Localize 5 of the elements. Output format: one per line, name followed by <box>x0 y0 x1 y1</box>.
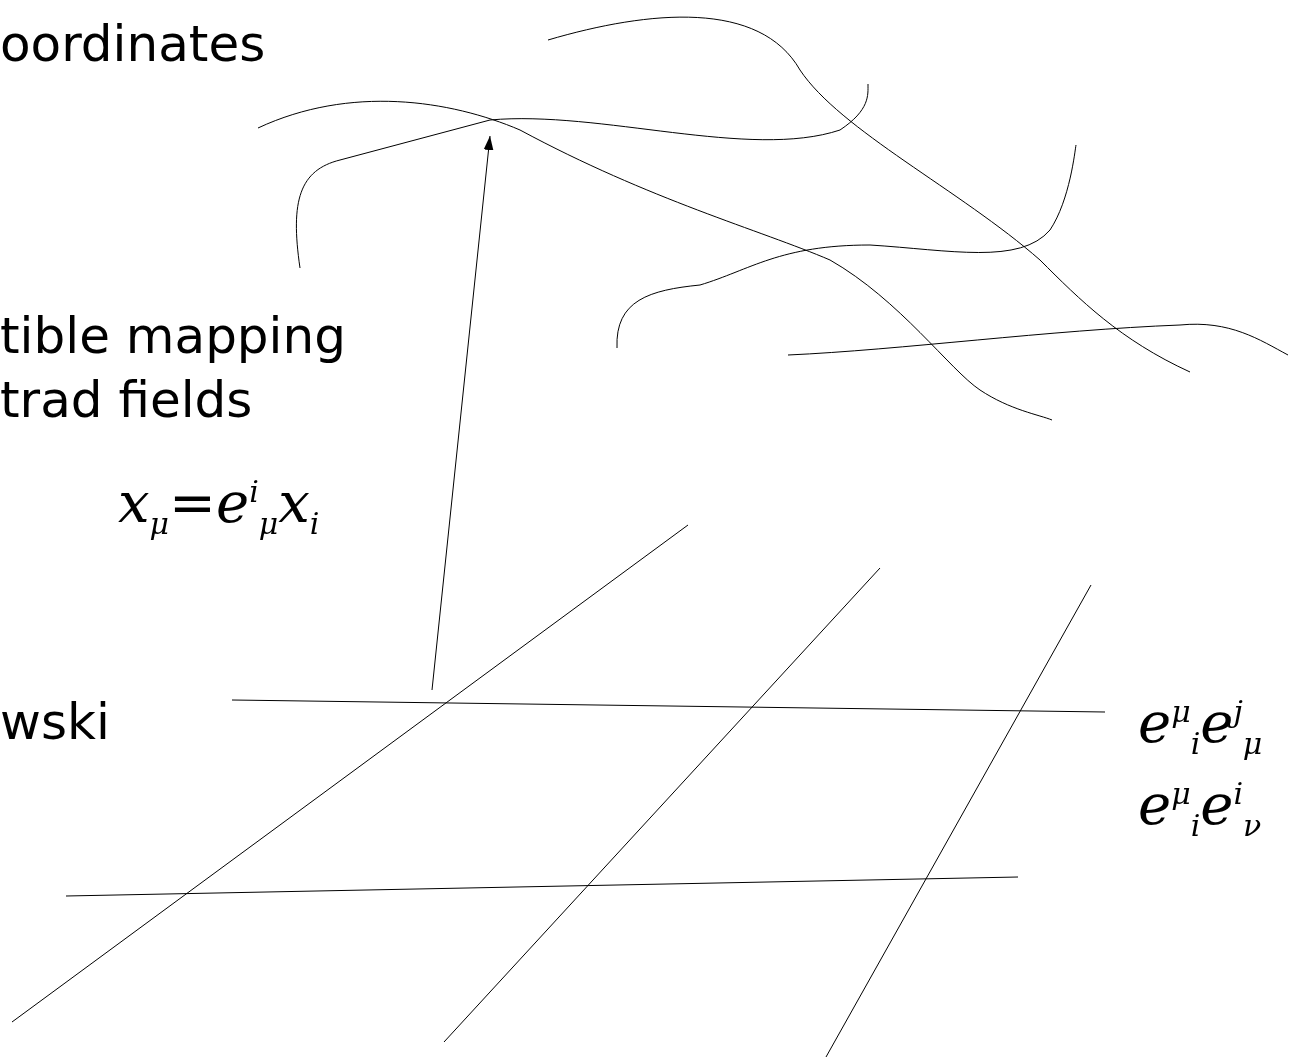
section-label: oordinates <box>0 14 267 75</box>
formula: x$_{μ}$=e$^{i}$$_{μ}$x$_{i}$ <box>118 470 320 542</box>
arrow <box>431 135 494 691</box>
section-label: wski <box>0 692 111 753</box>
section-label: tible mapping trad fields <box>0 306 347 431</box>
